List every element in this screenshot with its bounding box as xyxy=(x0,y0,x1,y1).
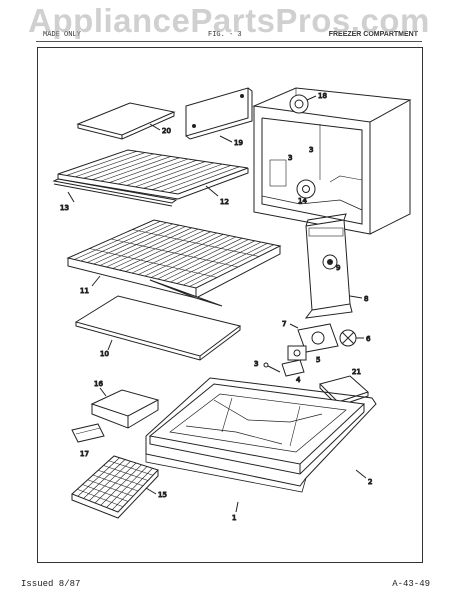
part-16-ice-bin[interactable] xyxy=(90,389,160,429)
part-13-front-rail[interactable] xyxy=(52,178,178,207)
part-9-damper-knob[interactable] xyxy=(322,254,338,270)
issued-date: Issued 8/87 xyxy=(21,579,81,589)
part-6-fan-blade[interactable] xyxy=(339,329,357,347)
leader-8 xyxy=(349,295,363,299)
part-2-trim-frame[interactable] xyxy=(145,377,377,493)
callout-13: 13 xyxy=(60,204,69,212)
part-12-wire-shelf[interactable] xyxy=(57,149,249,200)
callout-7: 7 xyxy=(282,320,286,328)
part-1-evaporator-pan[interactable] xyxy=(148,383,366,475)
header-section-title: FREEZER COMPARTMENT xyxy=(328,31,418,38)
part-19-divider-panel[interactable] xyxy=(185,87,253,140)
leader-13 xyxy=(67,191,75,203)
leader-2 xyxy=(355,469,367,479)
leader-7 xyxy=(289,323,299,329)
part-5-fan-motor[interactable] xyxy=(287,345,307,361)
page-code: A-43-49 xyxy=(392,579,430,589)
callout-5: 5 xyxy=(316,356,320,364)
callout-11: 11 xyxy=(80,287,89,295)
callout-9: 9 xyxy=(336,264,340,272)
leader-11 xyxy=(91,275,101,287)
callout-2: 2 xyxy=(368,478,372,486)
callout-4: 4 xyxy=(296,376,301,384)
callout-6: 6 xyxy=(366,335,371,343)
leader-10 xyxy=(107,339,113,351)
leader-18 xyxy=(306,95,317,101)
callout-10: 10 xyxy=(100,350,109,358)
callout-16: 16 xyxy=(94,380,103,388)
part-3-screw[interactable] xyxy=(263,362,281,373)
part-4-motor-bracket[interactable] xyxy=(281,359,305,377)
callout-18: 18 xyxy=(318,92,327,100)
diagram-frame xyxy=(37,47,423,563)
callout-8: 8 xyxy=(364,295,368,303)
part-18-lamp-socket[interactable] xyxy=(289,94,309,114)
part-15-ice-cube-tray[interactable] xyxy=(71,455,159,519)
callout-17: 17 xyxy=(80,450,89,458)
callout-14: 14 xyxy=(298,197,307,205)
header-rule xyxy=(36,41,422,42)
header-model-text: MADE ONLY xyxy=(43,31,81,39)
callout-3b: 3 xyxy=(288,154,292,162)
part-14-thermostat-knob[interactable] xyxy=(296,179,316,199)
part-10-flat-panel[interactable] xyxy=(74,295,242,361)
part-7-fan-shroud[interactable] xyxy=(297,323,339,353)
callout-15: 15 xyxy=(158,491,167,499)
leader-16 xyxy=(99,387,107,397)
leader-15 xyxy=(145,487,157,495)
part-11-grille-shelf[interactable] xyxy=(66,219,282,307)
callout-3c: 3 xyxy=(309,146,313,154)
part-17-bracket[interactable] xyxy=(71,423,105,443)
callout-20: 20 xyxy=(162,127,171,135)
part-20-shelf-panel[interactable] xyxy=(76,102,176,140)
part-21-cover-plate[interactable] xyxy=(319,375,369,407)
callout-19: 19 xyxy=(234,139,243,147)
callout-12: 12 xyxy=(220,198,229,206)
callout-21: 21 xyxy=(352,368,361,376)
leader-1 xyxy=(235,501,239,513)
callout-3: 3 xyxy=(254,360,258,368)
header-figure-number: FIG. - 3 xyxy=(208,31,242,39)
freezer-cabinet-liner xyxy=(252,87,412,235)
leader-12 xyxy=(205,185,219,197)
leader-19 xyxy=(219,135,233,143)
leader-20 xyxy=(149,123,161,131)
callout-1: 1 xyxy=(232,514,236,522)
